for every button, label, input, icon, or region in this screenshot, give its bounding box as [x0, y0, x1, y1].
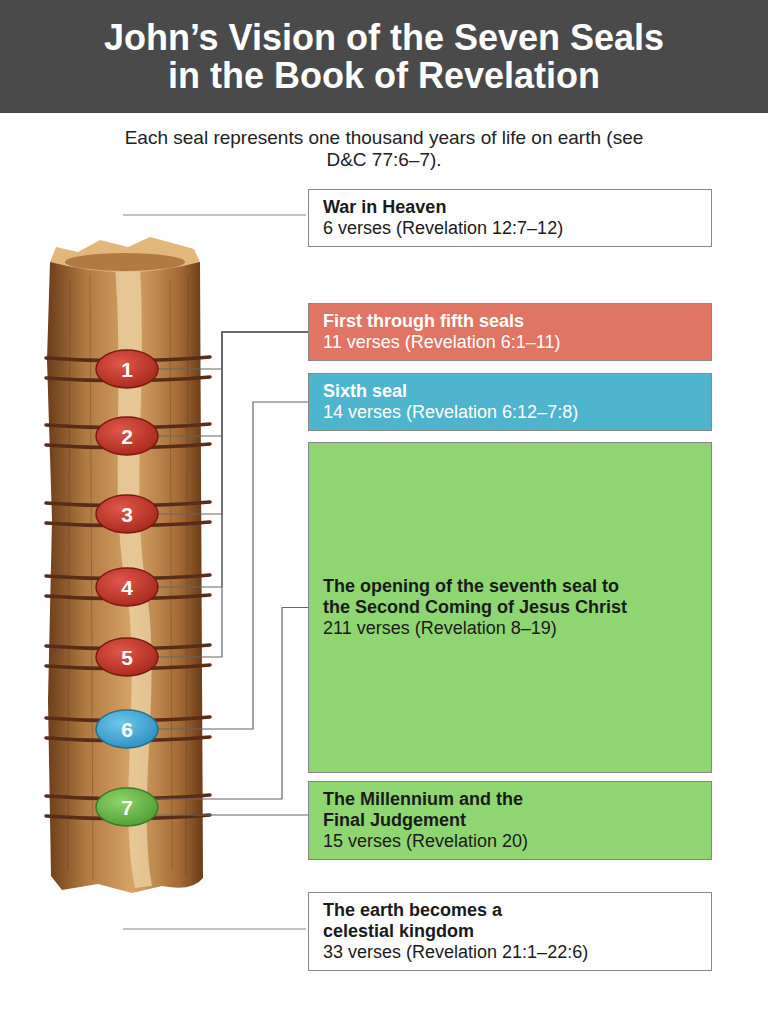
connector-line — [158, 332, 308, 514]
connector-line — [155, 608, 308, 800]
text-box: First through fifth seals11 verses (Reve… — [308, 303, 712, 361]
text-box: War in Heaven6 verses (Revelation 12:7–1… — [308, 189, 712, 247]
scroll-top — [50, 237, 200, 272]
text-box: The Millennium and the Final Judgement15… — [308, 781, 712, 860]
text-box: The opening of the seventh seal to the S… — [308, 442, 712, 773]
seal-number: 4 — [95, 567, 159, 607]
title-area: John’s Vision of the Seven Seals in the … — [84, 0, 684, 113]
subtitle-note: Each seal represents one thousand years … — [104, 127, 664, 171]
text-box: Sixth seal14 verses (Revelation 6:12–7:8… — [308, 373, 712, 431]
seal-number: 1 — [95, 349, 159, 389]
scroll-opening — [65, 253, 185, 271]
box-body: 14 verses (Revelation 6:12–7:8) — [323, 402, 697, 423]
box-body: 33 verses (Revelation 21:1–22:6) — [323, 942, 697, 963]
box-heading: The earth becomes a celestial kingdom — [323, 900, 553, 942]
seal-oval: 6 — [95, 709, 159, 749]
title-text: John’s Vision of the Seven Seals in the … — [84, 19, 684, 95]
leader-line — [123, 214, 306, 215]
seal-fill — [96, 417, 158, 455]
text-box: The earth becomes a celestial kingdom33 … — [308, 892, 712, 971]
seal-oval: 5 — [95, 637, 159, 677]
seal-fill — [96, 495, 158, 533]
connector-line — [158, 332, 308, 436]
box-body: 11 verses (Revelation 6:1–11) — [323, 332, 697, 353]
box-body: 15 verses (Revelation 20) — [323, 831, 697, 852]
seal-oval: 1 — [95, 349, 159, 389]
seal-oval: 2 — [95, 416, 159, 456]
box-body: 6 verses (Revelation 12:7–12) — [323, 218, 697, 239]
connector-line — [158, 332, 308, 587]
seal-number: 3 — [95, 494, 159, 534]
connector-line — [155, 814, 308, 815]
seal-fill — [96, 350, 158, 388]
seal-fill — [96, 638, 158, 676]
seal-number: 2 — [95, 416, 159, 456]
seal-oval: 7 — [95, 787, 159, 827]
box-heading: War in Heaven — [323, 197, 697, 218]
connector-line — [158, 402, 308, 729]
label-wrap: Each seal represents one thousand years … — [104, 127, 664, 171]
seal-number: 6 — [95, 709, 159, 749]
seal-number: 7 — [95, 787, 159, 827]
seal-oval: 4 — [95, 567, 159, 607]
box-heading: The Millennium and the Final Judgement — [323, 789, 563, 831]
cords — [46, 357, 210, 819]
seal-fill — [96, 710, 158, 748]
seal-fill — [96, 788, 158, 826]
seal-number: 5 — [95, 637, 159, 677]
seal-fill — [96, 568, 158, 606]
seal-oval: 3 — [95, 494, 159, 534]
box-heading: Sixth seal — [323, 381, 697, 402]
box-heading: First through fifth seals — [323, 311, 697, 332]
box-heading: The opening of the seventh seal to the S… — [323, 576, 633, 618]
box-body: 211 verses (Revelation 8–19) — [323, 618, 697, 639]
connector-line — [158, 332, 308, 657]
leader-line — [123, 928, 306, 929]
connector-line — [158, 332, 308, 369]
